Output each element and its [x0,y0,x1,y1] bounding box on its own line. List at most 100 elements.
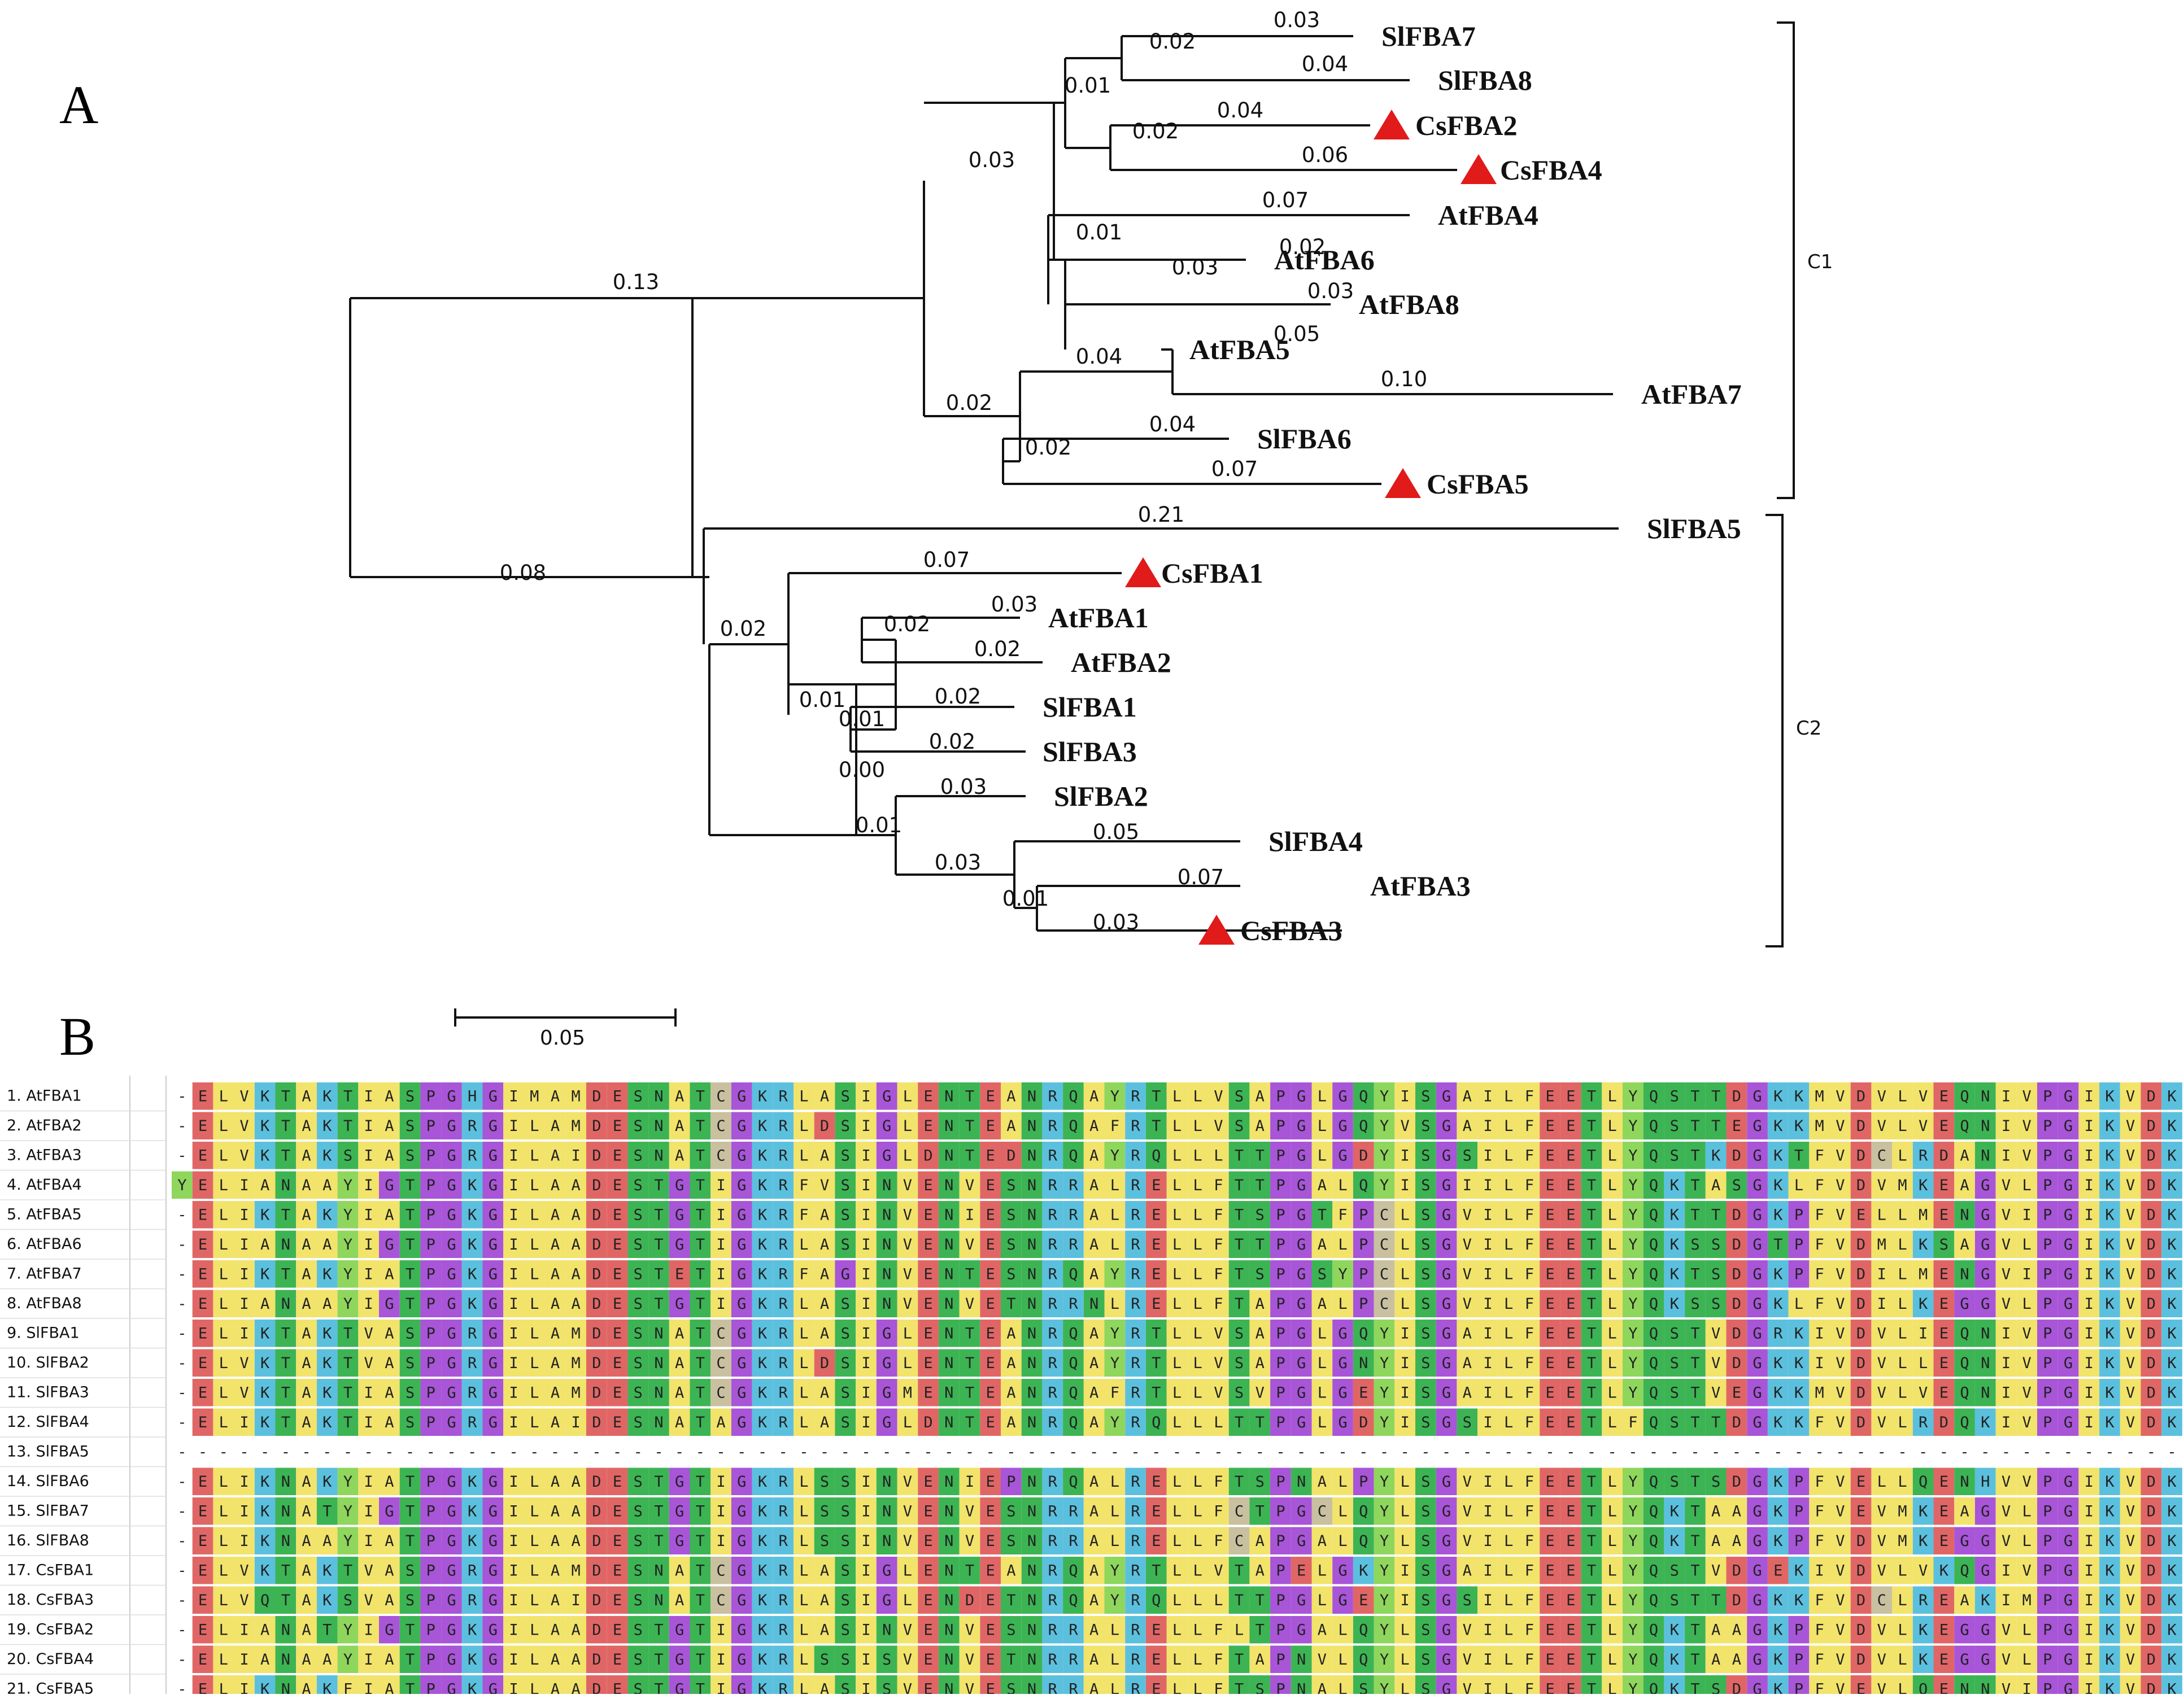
residue-letter: A [551,1355,560,1372]
residue-letter: K [260,1088,270,1106]
residue-letter: Q [1649,1325,1658,1343]
residue-letter: P [426,1147,435,1165]
residue-cell [565,1142,586,1169]
residue-cell [275,1082,297,1110]
residue-letter: I [2085,1207,2094,1224]
residue-letter: - [1380,1444,1389,1461]
residue-letter: G [737,1295,746,1313]
residue-letter: N [654,1562,663,1580]
residue-letter: N [1981,1147,1990,1165]
residue-letter: L [1193,1117,1202,1135]
residue-letter: - [177,1651,186,1669]
residue-cell [856,1142,877,1169]
residue-letter: V [903,1681,912,1694]
residue-letter: - [1421,1444,1430,1461]
residue-cell [2078,1082,2100,1110]
residue-letter: N [944,1622,953,1639]
residue-letter: I [364,1177,373,1194]
residue-letter: A [820,1147,829,1165]
residue-letter: N [1981,1088,1990,1106]
residue-letter: V [2002,1177,2011,1194]
residue-letter: L [1608,1207,1617,1224]
residue-letter: E [613,1414,622,1431]
residue-letter: V [364,1592,373,1609]
residue-cell [296,1112,317,1139]
residue-letter: R [779,1117,788,1135]
residue-letter: R [1048,1236,1058,1253]
residue-letter: D [1856,1325,1865,1343]
residue-letter: - [1690,1444,1699,1461]
residue-cell [275,1142,297,1169]
residue-letter: I [861,1503,870,1521]
residue-letter: G [489,1207,498,1224]
residue-letter: G [447,1414,456,1431]
residue-letter: E [923,1651,932,1669]
residue-letter: E [1856,1681,1865,1694]
residue-letter: N [1960,1266,1969,1283]
residue-letter: K [1773,1384,1783,1402]
residue-letter: N [654,1117,663,1135]
residue-letter: A [551,1592,560,1609]
residue-letter: I [509,1147,518,1165]
residue-letter: K [468,1503,477,1521]
residue-letter: K [1773,1088,1783,1106]
residue-letter: T [281,1088,290,1106]
residue-letter: - [1836,1444,1845,1461]
residue-letter: F [1110,1117,1119,1135]
residue-letter: G [1442,1532,1451,1550]
residue-letter: A [385,1473,394,1491]
leaf-label: SlFBA2 [1054,780,1148,812]
residue-letter: I [364,1384,373,1402]
residue-letter: Q [1359,1651,1368,1669]
sequence-name: 12. SlFBA4 [7,1413,89,1431]
residue-cell [1415,1112,1436,1139]
residue-cell [399,1112,421,1139]
residue-letter: G [489,1384,498,1402]
residue-letter: V [1877,1622,1886,1639]
residue-letter: K [322,1088,332,1106]
residue-cell [1063,1112,1084,1139]
residue-letter: A [551,1414,560,1431]
residue-letter: - [509,1444,518,1461]
residue-letter: S [1421,1266,1430,1283]
residue-letter: A [1463,1088,1472,1106]
residue-letter: I [364,1503,373,1521]
residue-letter: L [1401,1236,1410,1253]
leaf-label: AtFBA1 [1048,602,1149,634]
residue-letter: G [882,1592,891,1609]
residue-letter: C [716,1088,725,1106]
residue-letter: Y [177,1177,186,1194]
residue-letter: V [1463,1681,1472,1694]
residue-letter: N [944,1207,953,1224]
residue-letter: G [2064,1503,2073,1521]
residue-cell [2099,1112,2120,1139]
residue-letter: F [1525,1532,1534,1550]
residue-letter: E [1939,1325,1948,1343]
residue-letter: V [1836,1117,1845,1135]
residue-letter: L [219,1295,228,1313]
residue-letter: I [2022,1266,2032,1283]
residue-letter: S [1732,1177,1741,1194]
sequence-name: 15. SlFBA7 [7,1503,89,1520]
residue-letter: E [613,1147,622,1165]
residue-letter: K [2105,1592,2115,1609]
residue-letter: V [239,1117,249,1135]
residue-letter: D [1856,1295,1865,1313]
residue-cell [296,1142,317,1169]
residue-letter: S [820,1651,829,1669]
residue-letter: L [219,1088,228,1106]
residue-letter: V [1836,1562,1845,1580]
residue-letter: T [696,1207,705,1224]
residue-letter: E [1545,1532,1554,1550]
residue-letter: - [1483,1444,1492,1461]
residue-letter: V [1877,1651,1886,1669]
residue-letter: S [634,1473,643,1491]
residue-cell [1145,1082,1167,1110]
leaf-label: AtFBA5 [1189,334,1290,365]
residue-cell [524,1082,545,1110]
residue-cell [1602,1112,1623,1139]
residue-letter: K [758,1295,768,1313]
residue-letter: E [986,1532,995,1550]
residue-letter: A [1318,1295,1327,1313]
residue-letter: R [468,1117,477,1135]
